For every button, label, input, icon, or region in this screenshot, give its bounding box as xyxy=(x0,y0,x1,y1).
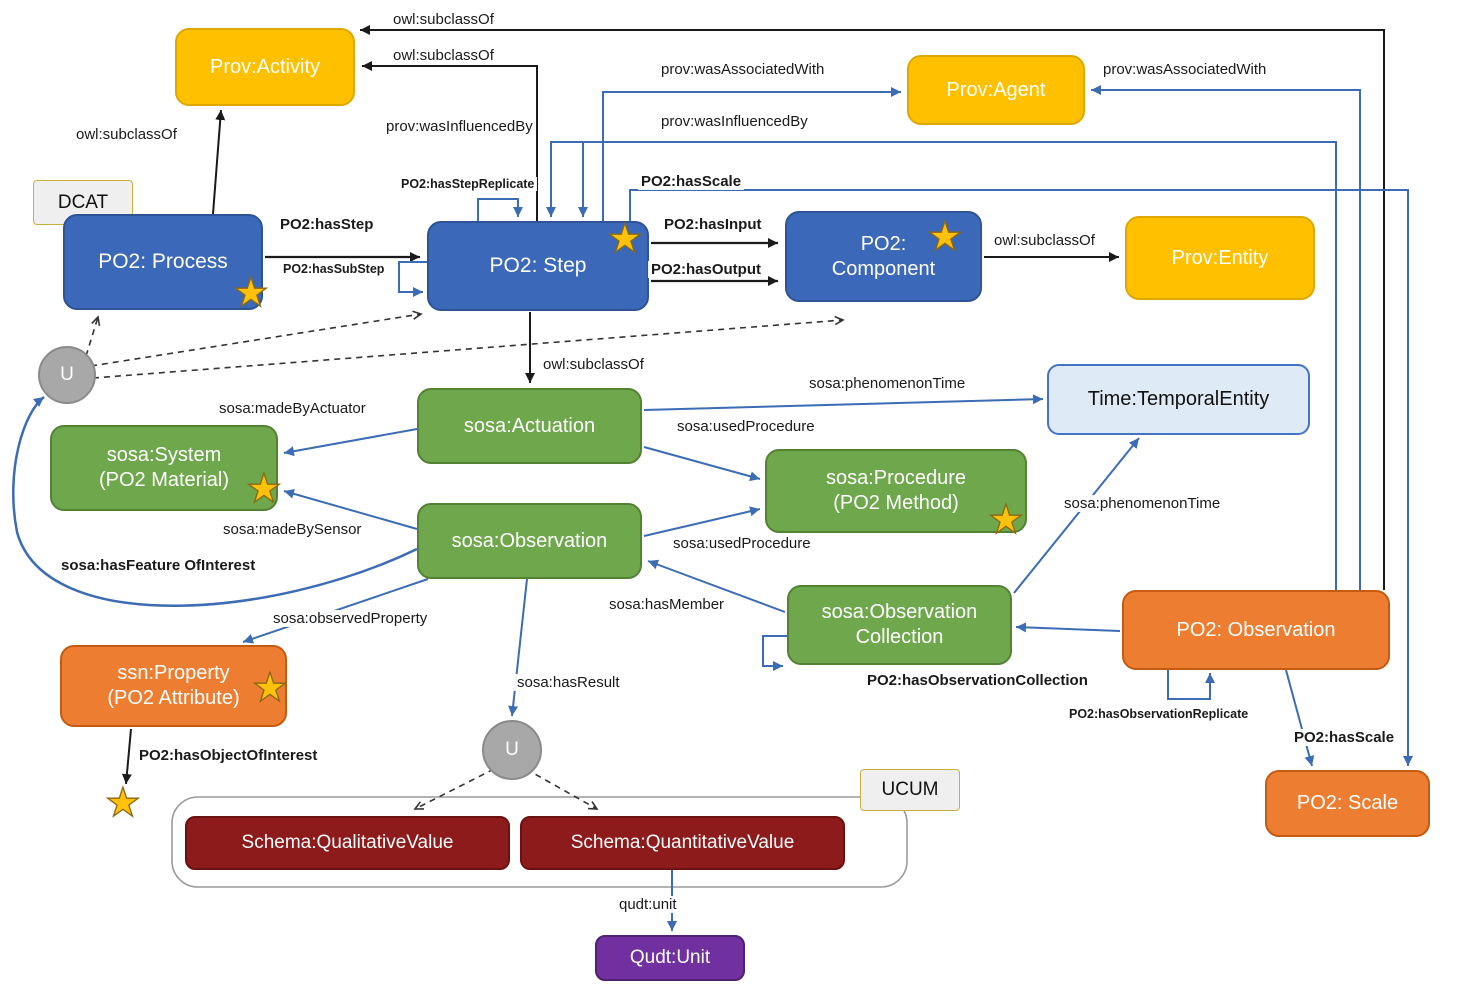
edge-union-quantitative xyxy=(525,768,599,810)
edge-union-qualitative xyxy=(413,768,495,810)
node-prov-entity: Prov:Entity xyxy=(1125,216,1315,300)
node-ucum: UCUM xyxy=(860,769,960,811)
edge-label-observed-property: sosa:observedProperty xyxy=(270,610,431,627)
edge-label-has-object-of-interest: PO2:hasObjectOfInterest xyxy=(136,747,321,764)
edge-label-subclass-step-activity: owl:subclassOf xyxy=(390,47,497,64)
node-po2-component: PO2: Component xyxy=(785,211,982,302)
node-sosa-observation: sosa:Observation xyxy=(417,503,642,579)
edge-has-result xyxy=(508,578,528,717)
node-time-temporal-entity: Time:TemporalEntity xyxy=(1047,364,1310,435)
edge-union-component xyxy=(92,315,845,379)
node-schema-quantitative-value: Schema:QuantitativeValue xyxy=(520,816,845,870)
edge-label-used-procedure-actuation: sosa:usedProcedure xyxy=(674,418,818,435)
value-group-container xyxy=(171,796,908,888)
node-sosa-observation-collection: sosa:Observation Collection xyxy=(787,585,1012,665)
edge-made-by-sensor xyxy=(283,488,418,530)
edge-label-was-influenced-right: prov:wasInfluencedBy xyxy=(658,113,811,130)
edge-used-procedure-actuation xyxy=(643,446,761,482)
edge-label-has-observation-collection: PO2:hasObservationCollection xyxy=(864,672,1091,689)
edge-label-has-result: sosa:hasResult xyxy=(514,674,623,691)
edge-label-has-member: sosa:hasMember xyxy=(606,596,728,613)
node-qudt-unit: Qudt:Unit xyxy=(595,935,745,981)
edge-label-made-by-sensor: sosa:madeBySensor xyxy=(220,521,365,538)
edge-union-process xyxy=(85,315,101,357)
edge-phenomenon-time-actuation xyxy=(643,394,1044,411)
edge-was-associated-with-step xyxy=(602,87,901,221)
node-ssn-property: ssn:Property (PO2 Attribute) xyxy=(60,645,287,727)
star-icon: ★ xyxy=(606,217,643,261)
edge-label-qudt-unit: qudt:unit xyxy=(616,896,680,913)
edge-has-scale-observation xyxy=(1285,669,1315,767)
union-node-top: U xyxy=(38,346,96,404)
edge-label-has-feature-of-interest: sosa:hasFeature OfInterest xyxy=(58,557,259,574)
edge-label-has-input: PO2:hasInput xyxy=(661,216,765,233)
star-icon: ★ xyxy=(104,781,141,825)
node-sosa-procedure: sosa:Procedure (PO2 Method) xyxy=(765,449,1027,533)
edge-has-scale-step xyxy=(629,189,1413,766)
edge-label-was-associated-right: prov:wasAssociatedWith xyxy=(1100,61,1270,78)
edge-has-sub-step-loop xyxy=(398,261,427,297)
edge-made-by-actuator xyxy=(283,428,418,457)
star-icon: ★ xyxy=(251,666,288,710)
edge-label-subclass-entity: owl:subclassOf xyxy=(991,232,1098,249)
node-sosa-actuation: sosa:Actuation xyxy=(417,388,642,464)
edge-label-has-scale-step: PO2:hasScale xyxy=(638,173,745,190)
edge-has-step-replicate-loop xyxy=(477,198,523,221)
node-po2-scale: PO2: Scale xyxy=(1265,770,1430,837)
edge-subclass-observation-activity xyxy=(360,25,1385,590)
edge-was-associated-with-observation xyxy=(1091,85,1361,590)
edge-has-object-of-interest xyxy=(121,728,132,785)
node-schema-qualitative-value: Schema:QualitativeValue xyxy=(185,816,510,870)
star-icon: ★ xyxy=(987,498,1024,542)
edge-label-made-by-actuator: sosa:madeByActuator xyxy=(216,400,369,417)
edge-label-subclass-process: owl:subclassOf xyxy=(73,126,180,143)
edge-label-phenomenon-time-actuation: sosa:phenomenonTime xyxy=(806,375,969,392)
star-icon: ★ xyxy=(232,271,269,315)
edge-has-observation-replicate-loop xyxy=(1167,670,1215,700)
edge-union-step xyxy=(90,310,423,367)
edge-used-procedure-observation xyxy=(643,506,761,537)
edge-label-has-observation-replicate: PO2:hasObservationReplicate xyxy=(1066,707,1252,721)
edge-subclass-process-activity xyxy=(212,109,226,215)
edge-label-subclass-top: owl:subclassOf xyxy=(390,11,497,28)
edge-label-has-sub-step: PO2:hasSubStep xyxy=(280,262,388,276)
edge-subclass-step-activity xyxy=(362,61,538,221)
edge-label-has-step: PO2:hasStep xyxy=(277,216,377,233)
star-icon: ★ xyxy=(245,467,282,511)
edge-label-subclass-actuation: owl:subclassOf xyxy=(540,356,647,373)
node-po2-observation: PO2: Observation xyxy=(1122,590,1390,670)
node-po2-process: PO2: Process xyxy=(63,214,263,310)
edge-label-was-associated-left: prov:wasAssociatedWith xyxy=(658,61,828,78)
edge-label-has-output: PO2:hasOutput xyxy=(648,261,765,278)
star-icon: ★ xyxy=(926,215,963,259)
edge-label-phenomenon-time-collection: sosa:phenomenonTime xyxy=(1061,495,1224,512)
node-prov-activity: Prov:Activity xyxy=(175,28,355,106)
node-po2-step: PO2: Step xyxy=(427,221,649,311)
edge-label-used-procedure-observation: sosa:usedProcedure xyxy=(670,535,814,552)
edge-label-has-step-replicate: PO2:hasStepReplicate xyxy=(398,177,538,191)
edge-has-member-loop xyxy=(762,635,787,671)
edge-label-was-influenced-left: prov:wasInfluencedBy xyxy=(383,118,536,135)
node-prov-agent: Prov:Agent xyxy=(907,55,1085,125)
edge-has-observation-collection xyxy=(1015,622,1121,633)
union-node-bottom: U xyxy=(482,720,542,780)
edge-has-feature-of-interest xyxy=(12,396,418,607)
edge-has-member xyxy=(647,559,786,613)
node-sosa-system: sosa:System (PO2 Material) xyxy=(50,425,278,511)
edge-phenomenon-time-collection xyxy=(1013,437,1140,594)
edge-label-has-scale-observation: PO2:hasScale xyxy=(1291,729,1398,746)
edge-was-influenced-by xyxy=(546,141,1337,590)
